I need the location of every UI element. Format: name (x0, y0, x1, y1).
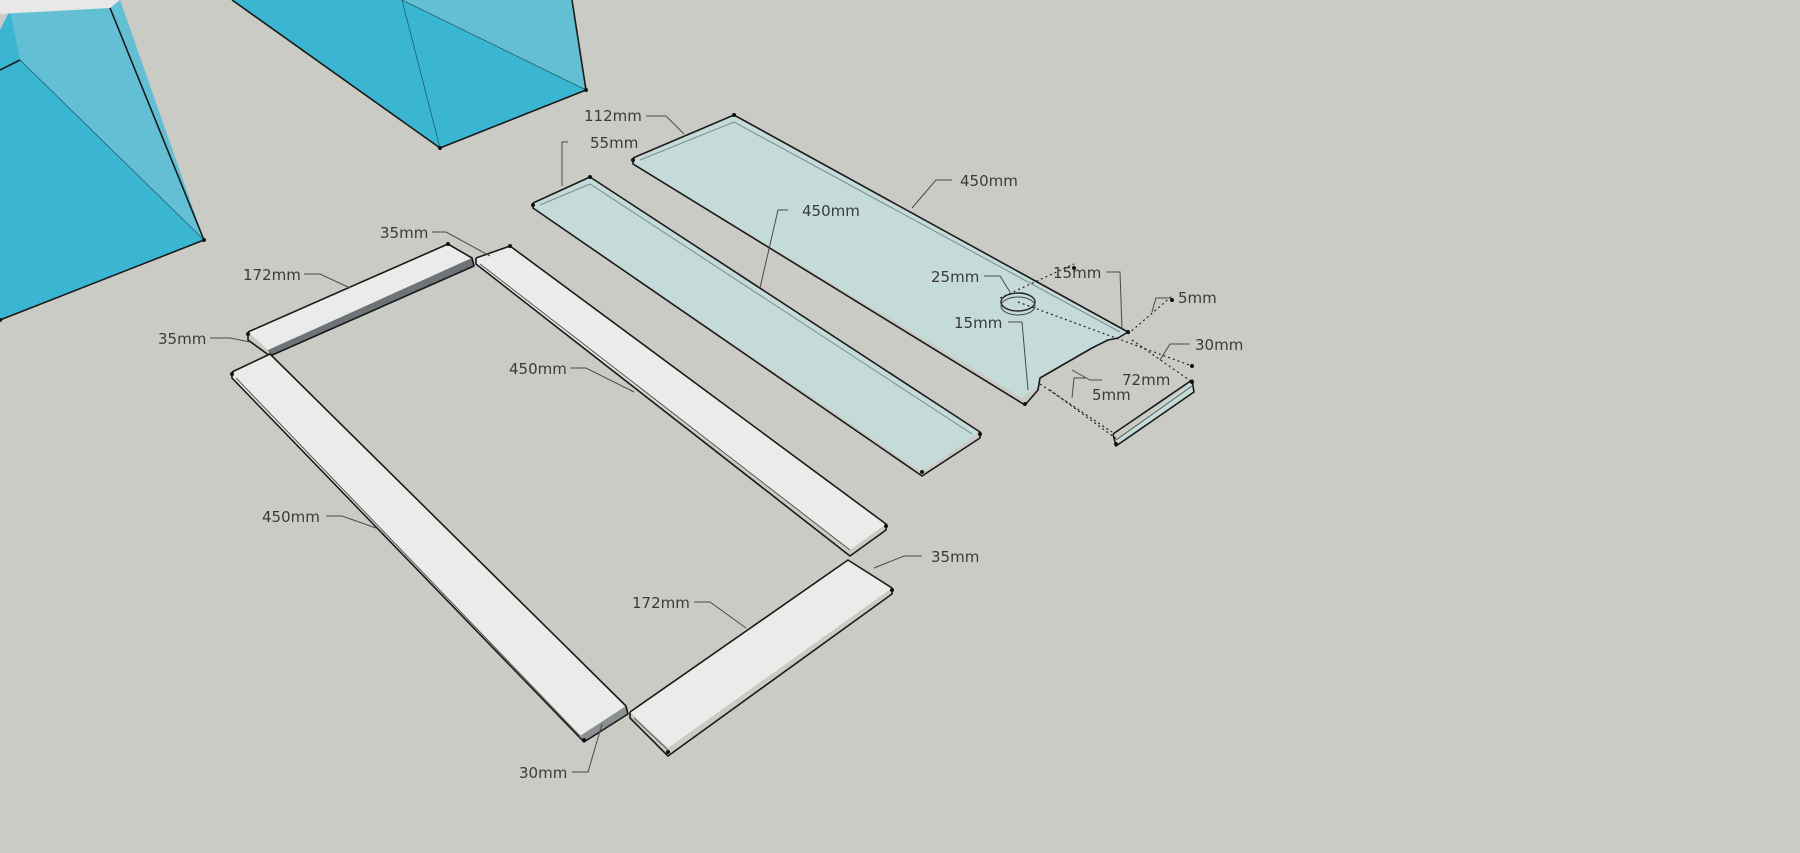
frame-left-board (231, 353, 629, 743)
dim-frame-bottom-depth: 35mm (931, 548, 979, 566)
construction-lines (999, 263, 1193, 441)
dimension-labels: 112mm 55mm 450mm 450mm 25mm 15mm 15mm 5m… (158, 107, 1243, 782)
dim-frame-left-long: 450mm (262, 508, 320, 526)
dim-hole-offset-b: 15mm (954, 314, 1002, 332)
leader-lines (210, 115, 1190, 773)
dim-frame-top-short: 172mm (243, 266, 301, 284)
dim-frame-top-depth: 35mm (380, 224, 428, 242)
dim-small-piece-height: 30mm (1195, 336, 1243, 354)
dim-shelf-width: 112mm (584, 107, 642, 125)
frame-bottom-board (629, 559, 893, 757)
dim-notch-b: 5mm (1092, 386, 1131, 404)
dim-small-piece-length: 72mm (1122, 371, 1170, 389)
frame-top-board (247, 243, 475, 357)
dim-notch-a: 5mm (1178, 289, 1217, 307)
glass-small-piece (1112, 379, 1195, 447)
dim-strip-width: 55mm (590, 134, 638, 152)
vertex-markers (0, 88, 1194, 754)
dim-shelf-length: 450mm (960, 172, 1018, 190)
dim-frame-left-depth: 35mm (158, 330, 206, 348)
dim-strip-length: 450mm (802, 202, 860, 220)
blue-box-top (231, 0, 587, 149)
blue-box-left (0, 0, 205, 321)
dim-frame-thickness: 30mm (519, 764, 567, 782)
dim-hole-offset-a: 15mm (1053, 264, 1101, 282)
dim-frame-bottom-short: 172mm (632, 594, 690, 612)
dim-frame-right-long: 450mm (509, 360, 567, 378)
dim-hole-diameter: 25mm (931, 268, 979, 286)
